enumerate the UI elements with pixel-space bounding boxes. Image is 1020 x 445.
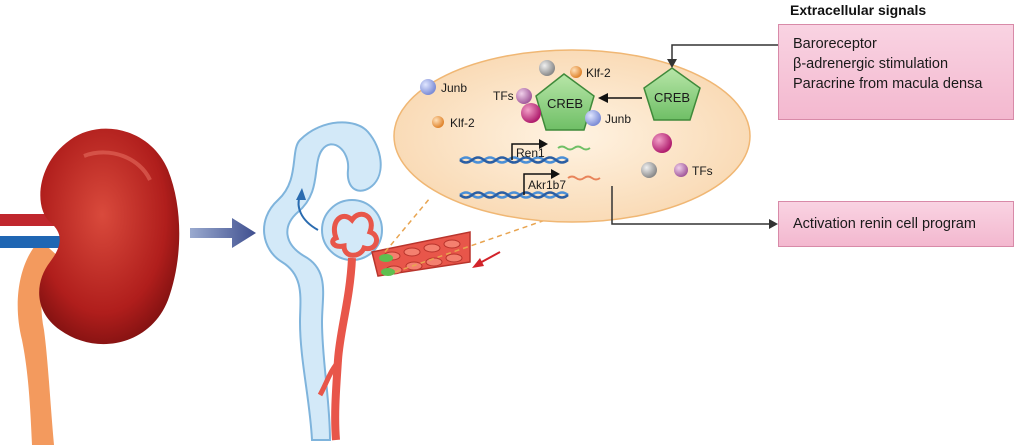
- outcome-label: Activation renin cell program: [793, 216, 976, 232]
- signals-title: Extracellular signals: [790, 2, 927, 18]
- tfs-label-2: TFs: [692, 164, 713, 178]
- kidney-illustration: [0, 128, 180, 445]
- magenta-factor: [521, 103, 541, 123]
- tubule: [263, 121, 382, 441]
- glomerulus: [330, 211, 380, 258]
- ureter: [17, 240, 60, 445]
- creb-cytoplasm-label: CREB: [654, 90, 690, 105]
- signal-item-beta-adrenergic: β-adrenergic stimulation: [793, 56, 949, 72]
- tubule-flow-arrowhead: [296, 188, 306, 200]
- kidney-highlight: [83, 150, 152, 181]
- kidney-body: [39, 128, 180, 345]
- outcome-connector-arrowhead: [769, 219, 778, 229]
- outcome-box: Activation renin cell program: [778, 201, 1014, 247]
- signal-connector-arrowhead: [667, 59, 677, 68]
- creb-nucleus-pentagon: [535, 73, 595, 131]
- gray-free-factor: [641, 162, 657, 178]
- renin-cell: CREB CREB Klf-2 TFs Junb Junb Klf-2 TFs: [393, 49, 751, 223]
- junb-free-factor: [420, 79, 436, 95]
- gray-factor: [539, 60, 555, 76]
- akr1b7-promoter-arrowhead: [551, 169, 560, 179]
- ren1-promoter-arrow: [511, 143, 540, 160]
- klf2-label-2: Klf-2: [450, 116, 475, 130]
- tfs-free-factor: [674, 163, 688, 177]
- akr1b7-promoter-arrow: [523, 173, 552, 195]
- renin-cell-marker: [379, 254, 393, 262]
- efferent-arteriole: [331, 257, 356, 441]
- ren1-transcript: [557, 145, 591, 151]
- signal-item-baroreceptor: Baroreceptor: [793, 36, 877, 52]
- zoom-line-bottom: [394, 214, 561, 273]
- signal-item-macula-densa: Paracrine from macula densa: [793, 76, 983, 92]
- signals-box: Baroreceptor β-adrenergic stimulation Pa…: [778, 24, 1014, 120]
- zoom-arrow: [190, 218, 256, 248]
- blood-flow-arrowhead: [472, 258, 484, 268]
- akr1b7-label: Akr1b7: [528, 178, 566, 192]
- creb-cytoplasm-pentagon: [643, 67, 701, 121]
- renal-vein: [0, 236, 70, 248]
- tfs-label-1: TFs: [493, 89, 514, 103]
- nephron-illustration: [263, 121, 501, 441]
- dna-ren1: [459, 156, 569, 164]
- akr1b7-transcript: [567, 175, 601, 181]
- junb-label-1: Junb: [441, 81, 467, 95]
- klf2-factor: [570, 66, 582, 78]
- junb-factor: [585, 110, 601, 126]
- dna-akr1b7: [459, 191, 569, 199]
- ren1-promoter-arrowhead: [539, 139, 548, 149]
- creb-translocation-arrowhead: [598, 93, 608, 103]
- outcome-connector: [611, 186, 770, 225]
- ren1-label: Ren1: [516, 146, 545, 160]
- tfs-factor: [516, 88, 532, 104]
- klf2-free-factor: [432, 116, 444, 128]
- renin-cell-marker: [381, 268, 395, 276]
- efferent-branch: [317, 358, 342, 397]
- zoom-line-top: [384, 197, 431, 253]
- junb-label-2: Junb: [605, 112, 631, 126]
- signal-connector: [671, 44, 778, 62]
- klf2-label-1: Klf-2: [586, 66, 611, 80]
- magenta-free-factor: [652, 133, 672, 153]
- creb-nucleus-label: CREB: [547, 96, 583, 111]
- afferent-arteriole: [371, 231, 471, 277]
